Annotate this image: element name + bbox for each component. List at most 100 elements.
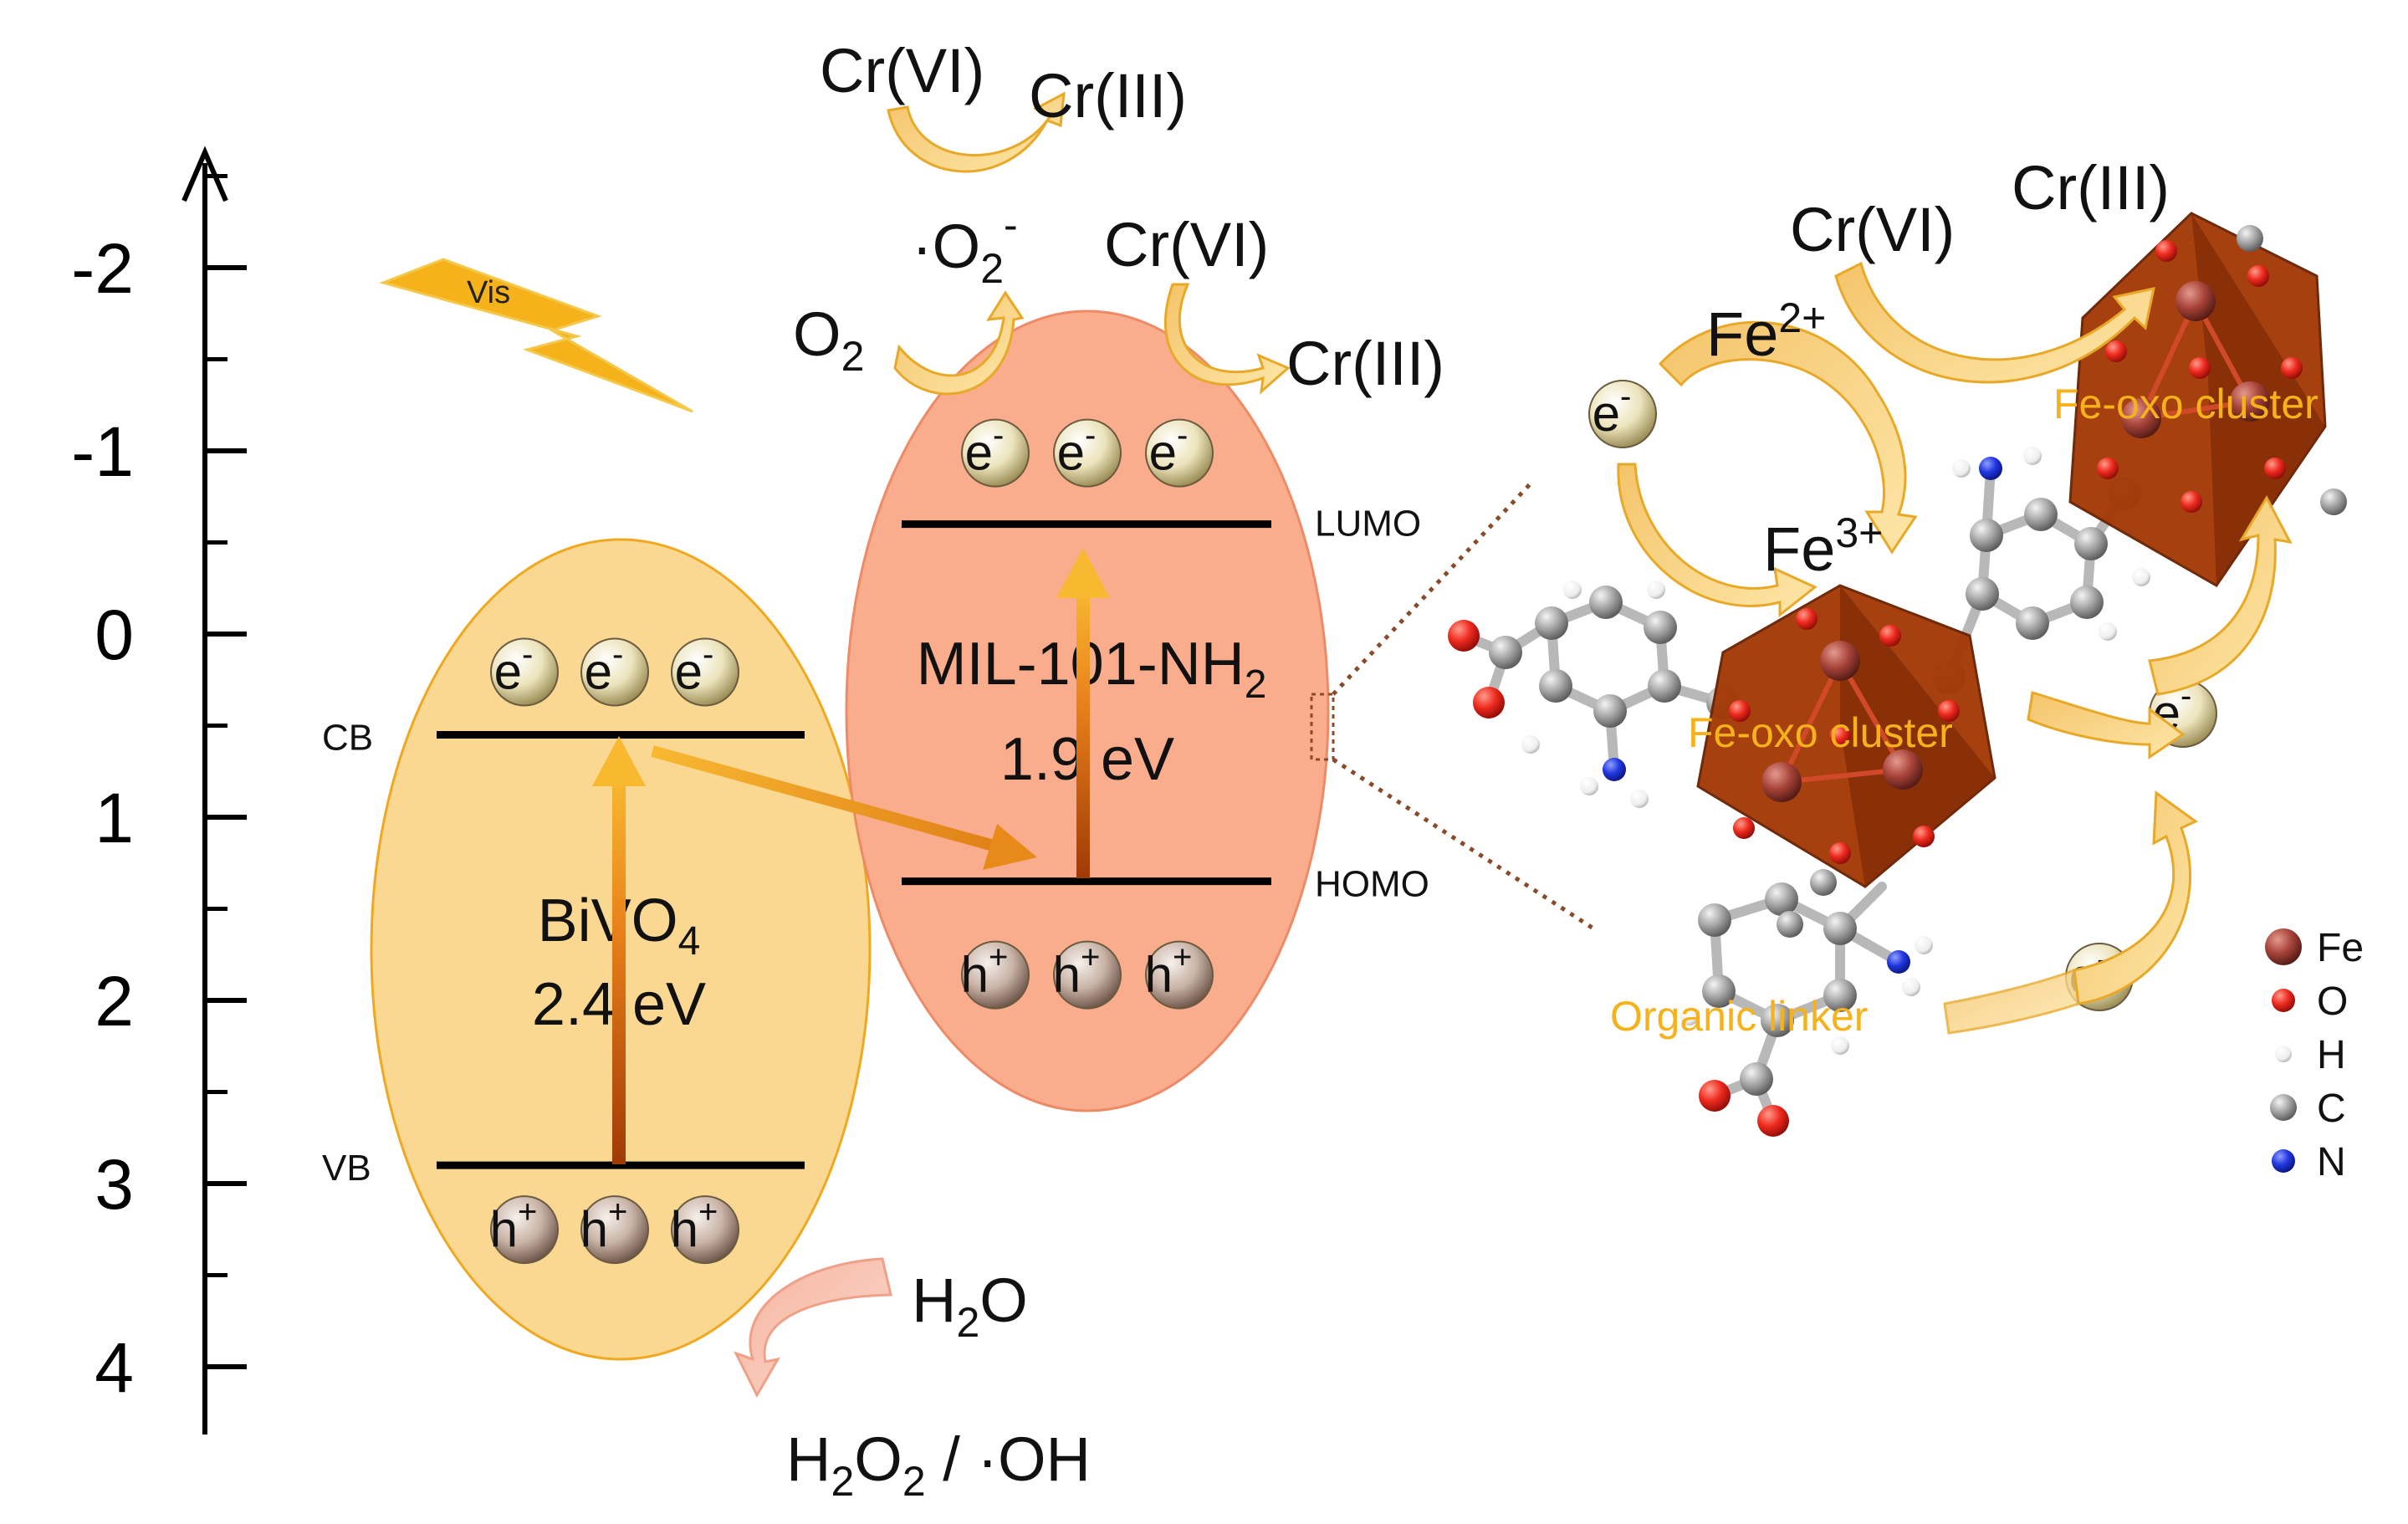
svg-text:h+: h+ [671, 1194, 718, 1257]
legend-swatch [2272, 1149, 2295, 1173]
legend-item: C [2270, 1087, 2346, 1131]
electron: e- [961, 417, 1030, 488]
tick-label: 3 [95, 1145, 134, 1224]
hole: h+ [490, 1194, 559, 1265]
visible-light-bolt: Vis [379, 258, 693, 413]
electron: e- [1145, 417, 1214, 488]
tick-label: -1 [71, 412, 134, 491]
svg-text:e-: e- [1593, 378, 1632, 442]
tick-label: 1 [95, 779, 134, 857]
svg-text:e-: e- [965, 417, 1005, 481]
legend-item: N [2272, 1140, 2346, 1184]
tick-label: -2 [71, 229, 134, 308]
mil-excitation-arrow [1076, 590, 1090, 878]
zoom-line-top [1332, 482, 1532, 696]
zoom-box [1310, 693, 1335, 761]
svg-text:e-: e- [675, 636, 714, 699]
cb-label: CB [322, 717, 373, 758]
electron-arrow-mof-mid [2027, 691, 2186, 759]
bivo4-name: BiVO4 [538, 887, 701, 964]
bivo4-excitation-arrow [612, 778, 626, 1164]
mil-excitation-arrowhead [1056, 548, 1110, 598]
hole: h+ [1145, 939, 1214, 1010]
zoom-line-bottom [1332, 757, 1595, 931]
legend-item: Fe [2265, 926, 2364, 970]
electron-transfer-arrowhead [983, 824, 1037, 870]
legend-swatch [2265, 928, 2302, 965]
cr-reduction-right-arrow [1163, 283, 1291, 395]
svg-text:h+: h+ [961, 939, 1009, 1003]
legend-label: N [2317, 1140, 2346, 1184]
cluster-atoms [1729, 225, 2347, 938]
electron: e- [490, 636, 559, 707]
mil-semiconductor: LUMO HOMO MIL-101-NH2 1.9 eV [845, 309, 1429, 1112]
charge-carriers: e-e-e-h+h+h+e-e-e-h+h+h+e-e-e- [490, 378, 2217, 1265]
svg-text:e-: e- [585, 636, 624, 699]
cluster-label-middle: Fe-oxo cluster [1688, 709, 1953, 756]
legend-item: H [2275, 1033, 2346, 1077]
o2-reduction-arrow [893, 290, 1025, 396]
svg-text:h+: h+ [490, 1194, 538, 1257]
electron: e- [580, 636, 649, 707]
cr6-top-label: Cr(VI) [820, 36, 984, 105]
svg-text:h+: h+ [580, 1194, 628, 1257]
mof-structure: Fe-oxo cluster Fe-oxo cluster Organic li… [1448, 153, 2347, 1137]
svg-text:e-: e- [1149, 417, 1189, 481]
hole: h+ [961, 939, 1030, 1010]
electron-arrow-mof-right [2148, 494, 2293, 696]
electron: e- [1588, 378, 1657, 448]
superoxide-label: ·O2- [912, 202, 1018, 292]
svg-text:h+: h+ [1053, 939, 1101, 1003]
zoom-callout [1310, 482, 1595, 931]
hole: h+ [671, 1194, 739, 1265]
hole: h+ [1053, 939, 1122, 1010]
fe-cycle-arrow-left [1617, 463, 1818, 618]
vb-label: VB [322, 1148, 371, 1189]
cr6-mof-label: Cr(VI) [1790, 195, 1955, 264]
legend-label: Fe [2317, 926, 2364, 970]
energy-axis: -2 -1 0 1 2 3 4 [71, 146, 247, 1435]
legend-label: H [2317, 1033, 2346, 1077]
svg-text:h+: h+ [1145, 939, 1193, 1003]
svg-text:e-: e- [494, 636, 534, 699]
axis-arrowhead [181, 146, 228, 202]
electron-arrow-mof-bottom [2073, 790, 2198, 1005]
species-labels: Cr(VI) Cr(III) ·O2- O2 Cr(VI) Cr(III) H2… [786, 36, 1444, 1505]
hole: h+ [580, 1194, 649, 1265]
cluster-label-top: Fe-oxo cluster [2053, 381, 2319, 427]
o2-label: O2 [793, 299, 864, 380]
svg-text:e-: e- [1057, 417, 1097, 481]
legend-label: O [2317, 979, 2348, 1024]
linker-label: Organic linker [1610, 993, 1868, 1040]
fe-oxo-octahedron-shade-middle [1840, 586, 1995, 887]
cr3-mof-label: Cr(III) [2012, 153, 2170, 222]
homo-label: HOMO [1315, 864, 1429, 905]
electron-transfer-arrow [651, 745, 1001, 853]
axis-ticks: -2 -1 0 1 2 3 4 [71, 174, 247, 1407]
vis-label: Vis [467, 275, 510, 310]
fe-cycle-arrow-top [1658, 320, 1918, 555]
legend-swatch [2272, 989, 2295, 1012]
legend-swatch [2270, 1094, 2297, 1121]
molecule-atoms [1448, 447, 2150, 1137]
fe3-label: Fe3+ [1763, 509, 1883, 584]
cr3-right-label: Cr(III) [1286, 329, 1444, 398]
water-oxidation-arrow [734, 1257, 892, 1399]
redox-arrows [734, 91, 1291, 1399]
electron-arrow-mof-linker [1943, 968, 2080, 1035]
tick-label: 2 [95, 962, 134, 1041]
lightning-bolt-icon [379, 258, 693, 413]
cr-reduction-top-arrow [887, 91, 1066, 173]
tick-label: 0 [95, 596, 134, 674]
bivo4-excitation-arrowhead [592, 736, 646, 786]
cr-arrow-mof-top [1834, 261, 2155, 384]
legend-label: C [2317, 1087, 2346, 1131]
electron: e- [671, 636, 739, 707]
cr6-right-label: Cr(VI) [1104, 210, 1269, 279]
tick-label: 4 [95, 1328, 134, 1407]
legend-item: O [2272, 979, 2348, 1024]
legend-swatch [2275, 1046, 2292, 1062]
transfer-arrows [592, 548, 1110, 1164]
